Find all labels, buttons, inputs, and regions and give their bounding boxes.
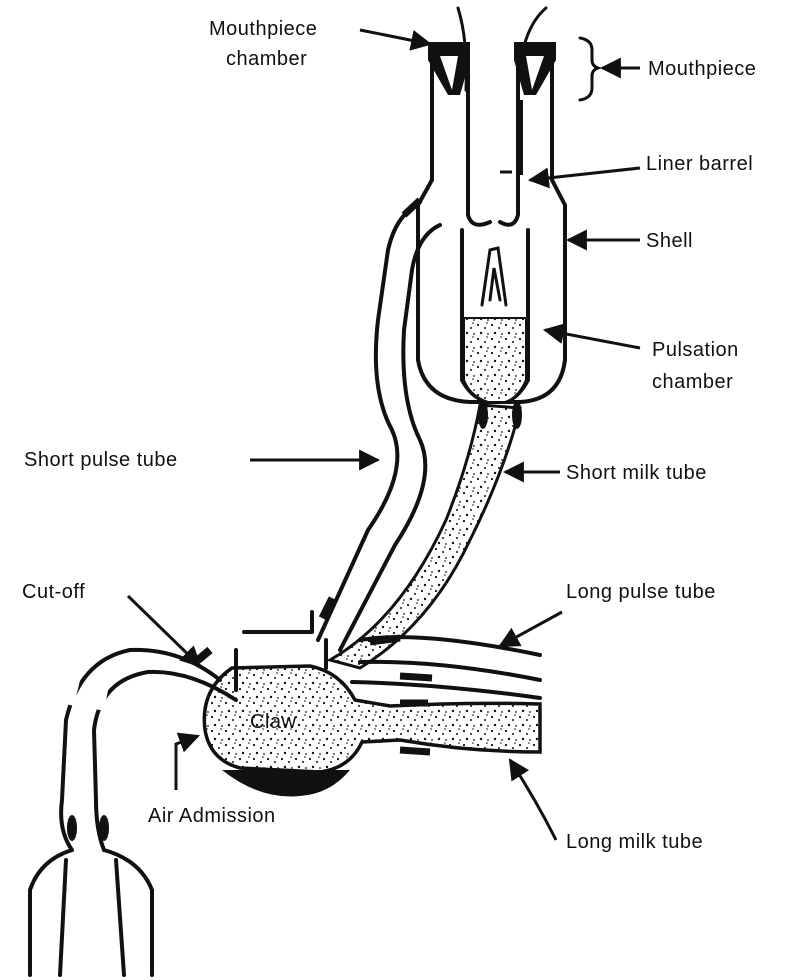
liner-barrel-right: [500, 60, 518, 225]
label-short-milk-tube-text: Short milk tube: [566, 462, 707, 484]
label-shell-text: Shell: [646, 230, 693, 252]
label-mouthpiece-chamber: Mouthpiece chamber: [209, 18, 430, 70]
teat-shape: [482, 248, 506, 305]
label-mouthpiece: Mouthpiece: [580, 38, 756, 100]
label-pulsation-chamber-line2: chamber: [652, 371, 733, 393]
label-short-pulse-tube: Short pulse tube: [24, 449, 378, 471]
label-mouthpiece-text: Mouthpiece: [648, 58, 756, 80]
label-mouthpiece-chamber-line1: Mouthpiece: [209, 18, 317, 40]
bottom-teat-cup: [30, 850, 152, 975]
liner-barrel-left: [468, 60, 490, 225]
label-short-milk-tube: Short milk tube: [505, 462, 707, 484]
short-milk-tube: [330, 401, 522, 668]
label-liner-barrel: Liner barrel: [530, 153, 753, 180]
label-long-pulse-tube: Long pulse tube: [500, 581, 716, 646]
label-claw: Claw: [250, 711, 297, 733]
claw-base: [222, 770, 350, 796]
label-claw-text: Claw: [250, 711, 297, 733]
label-mouthpiece-chamber-line2: chamber: [226, 48, 307, 70]
label-short-pulse-tube-text: Short pulse tube: [24, 449, 178, 471]
milk-in-liner: [464, 318, 526, 402]
mouthpiece-bracket: [580, 38, 598, 100]
short-milk-tube-body: [330, 405, 520, 668]
label-pulsation-chamber: Pulsation chamber: [545, 330, 739, 393]
label-liner-barrel-text: Liner barrel: [646, 153, 753, 175]
label-long-pulse-tube-text: Long pulse tube: [566, 581, 716, 603]
label-cut-off-text: Cut-off: [22, 581, 85, 603]
label-air-admission-text: Air Admission: [148, 805, 276, 827]
label-shell: Shell: [568, 230, 693, 252]
label-pulsation-chamber-line1: Pulsation: [652, 339, 739, 361]
teat-cup: [418, 8, 565, 402]
label-long-milk-tube: Long milk tube: [510, 760, 703, 853]
label-long-milk-tube-text: Long milk tube: [566, 831, 703, 853]
